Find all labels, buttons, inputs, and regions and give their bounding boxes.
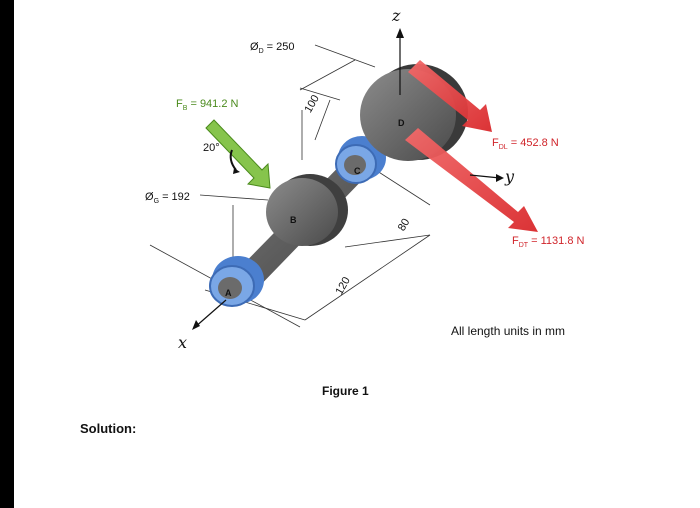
- axis-x-label: x: [178, 333, 188, 352]
- label-diameter-d: ØD = 250: [250, 41, 295, 55]
- axis-z-label: z: [392, 6, 401, 25]
- label-force-b: FB = 941.2 N: [176, 98, 239, 112]
- axis-y-label: y: [505, 167, 515, 186]
- axis-x: [193, 299, 227, 329]
- label-force-dl: FDL = 452.8 N: [492, 137, 559, 151]
- solution-label: Solution:: [80, 421, 137, 436]
- force-b-arrow: [205, 119, 271, 189]
- point-d-label: D: [398, 118, 405, 128]
- point-c-label: C: [354, 166, 361, 176]
- units-note: All length units in mm: [451, 324, 566, 338]
- label-force-dt: FDT = 1131.8 N: [512, 235, 585, 249]
- point-a-label: A: [225, 288, 232, 298]
- force-dt-arrow: [405, 128, 538, 232]
- point-b-label: B: [290, 215, 297, 225]
- label-diameter-g: ØG = 192: [145, 191, 190, 205]
- figure-caption: Figure 1: [322, 384, 369, 398]
- left-margin-bar: [0, 0, 14, 508]
- force-dl-arrow: [408, 60, 492, 132]
- bearing-a: [209, 256, 264, 307]
- angle-arc: [229, 149, 237, 171]
- label-angle: 20°: [203, 142, 220, 154]
- gear-b: [266, 174, 348, 246]
